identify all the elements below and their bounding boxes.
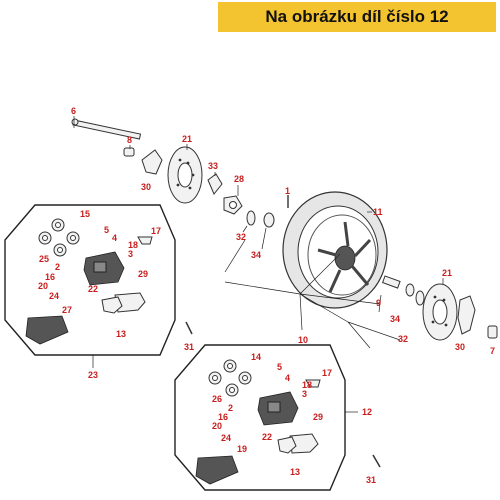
callout-13-bottom: 13 (290, 467, 300, 477)
bracket-right (457, 295, 476, 335)
caliper-left-parts (25, 218, 153, 345)
callout-12: 12 (362, 407, 372, 417)
callout-17-bottom: 17 (322, 368, 332, 378)
callout-24-top: 24 (49, 291, 59, 301)
callout-25: 25 (39, 254, 49, 264)
speedometer-gear-hub (223, 195, 243, 215)
callout-29-bottom: 29 (313, 412, 323, 422)
banner-text: Na obrázku díl číslo 12 (265, 7, 449, 26)
callout-4-top: 4 (112, 233, 117, 243)
callout-21-right: 21 (442, 268, 452, 278)
dust-seal (246, 210, 256, 226)
callout-32-right: 32 (398, 334, 408, 344)
callout-30-top: 30 (141, 182, 151, 192)
callout-31-left: 31 (184, 342, 194, 352)
callout-34-left: 34 (251, 250, 261, 260)
caliper-right-parts (195, 359, 321, 485)
callout-34-right: 34 (390, 314, 400, 324)
callout-27: 27 (62, 305, 72, 315)
callout-20-top: 20 (38, 281, 48, 291)
callout-18-bottom: 18 (302, 380, 312, 390)
brake-disc-rear (422, 283, 458, 341)
callout-33: 33 (208, 161, 218, 171)
callout-2-bottom: 2 (228, 403, 233, 413)
disc-bolt-set (207, 173, 223, 195)
callout-9: 9 (376, 298, 381, 308)
callout-21-top: 21 (182, 134, 192, 144)
callout-13-top: 13 (116, 329, 126, 339)
callout-5-top: 5 (104, 225, 109, 235)
wheel-bearing (263, 212, 275, 228)
callout-24-bottom: 24 (221, 433, 231, 443)
front-wheel (282, 191, 388, 309)
callout-30-right: 30 (455, 342, 465, 352)
callout-7: 7 (490, 346, 495, 356)
callout-28: 28 (234, 174, 244, 184)
seal-right (415, 290, 425, 306)
callout-20-bottom: 20 (212, 421, 222, 431)
callout-19: 19 (237, 444, 247, 454)
callout-4-bottom: 4 (285, 373, 290, 383)
callout-32-left: 32 (236, 232, 246, 242)
callout-14: 14 (251, 352, 261, 362)
brake-disc-front (167, 146, 203, 204)
spacer-part (123, 147, 135, 157)
callout-17-top: 17 (151, 226, 161, 236)
callout-16-top: 16 (45, 272, 55, 282)
callout-3-top: 3 (128, 249, 133, 259)
callout-29-top: 29 (138, 269, 148, 279)
caliper-assembly-frame-right (174, 344, 346, 491)
callout-22-top: 22 (88, 284, 98, 294)
speedometer-bracket (141, 149, 163, 175)
callout-10: 10 (298, 335, 308, 345)
part-number-banner: Na obrázku díl číslo 12 (218, 2, 496, 32)
collar (487, 325, 498, 339)
callout-23: 23 (88, 370, 98, 380)
callout-1: 1 (285, 186, 290, 196)
callout-31-right: 31 (366, 475, 376, 485)
callout-18-top: 18 (128, 240, 138, 250)
callout-26: 26 (212, 394, 222, 404)
callout-2-top: 2 (55, 262, 60, 272)
right-spacer (381, 275, 401, 289)
callout-5-bottom: 5 (277, 362, 282, 372)
callout-11: 11 (373, 207, 383, 217)
bearing-right (405, 283, 415, 297)
callout-16-bottom: 16 (218, 412, 228, 422)
callout-15: 15 (80, 209, 90, 219)
callout-8: 8 (127, 135, 132, 145)
caliper-assembly-frame-left (4, 204, 176, 356)
callout-3-bottom: 3 (302, 389, 307, 399)
front-axle (71, 118, 142, 140)
callout-6: 6 (71, 106, 76, 116)
callout-22-bottom: 22 (262, 432, 272, 442)
